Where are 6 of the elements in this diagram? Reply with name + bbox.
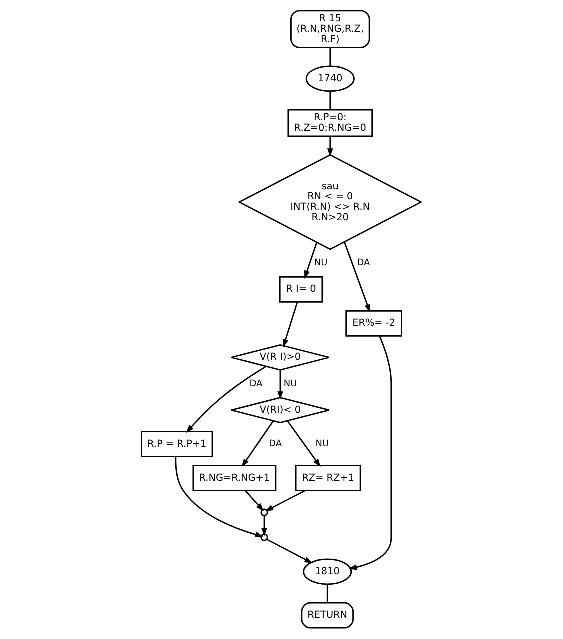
edge-label: NU — [316, 440, 330, 450]
edge-label: NU — [284, 379, 298, 390]
edge-label: DA — [269, 440, 282, 450]
edge-label: NU — [314, 258, 328, 269]
edge-label: DA — [250, 379, 263, 390]
edge-label: DA — [357, 258, 370, 269]
